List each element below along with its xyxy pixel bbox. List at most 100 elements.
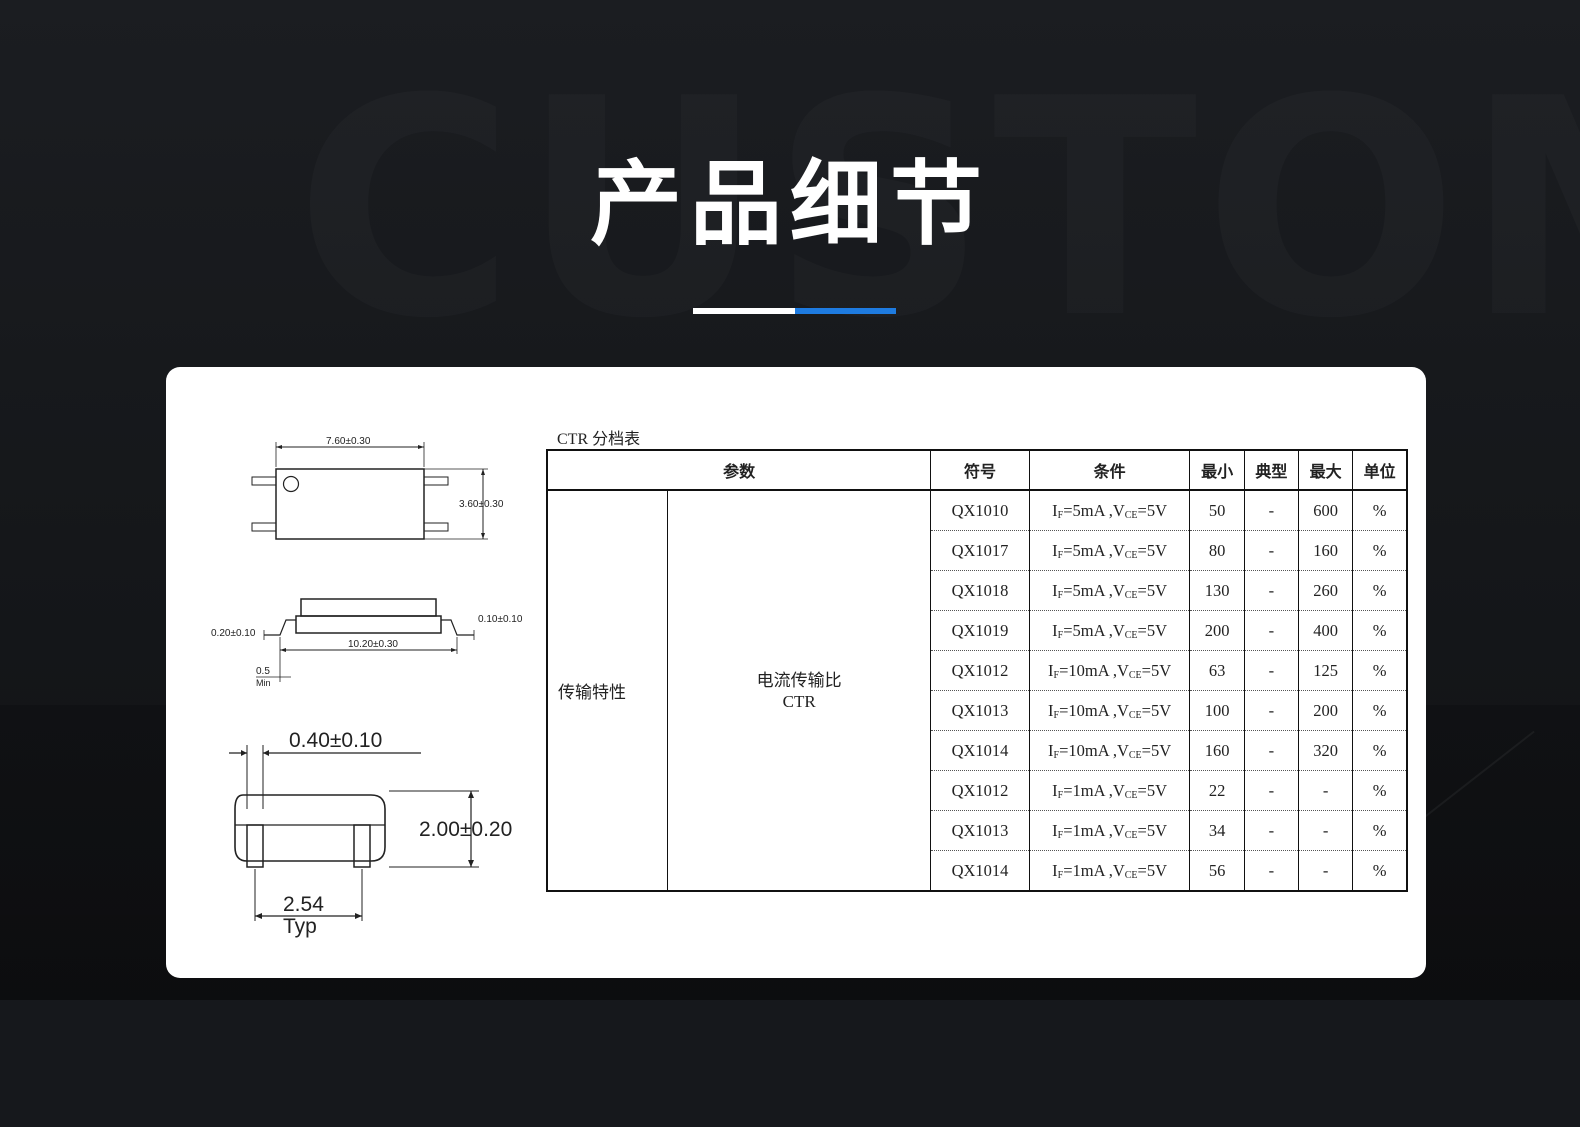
end-height-dim: 2.00±0.20 — [419, 818, 512, 841]
unit-cell: % — [1352, 770, 1408, 811]
table-row: QX1012 IF=1mA ,VCE=5V 22 - - % — [547, 770, 1408, 811]
unit-cell: % — [1352, 850, 1408, 891]
typ-cell: - — [1243, 530, 1299, 571]
min-cell: 63 — [1189, 650, 1245, 691]
table-row: QX1019 IF=5mA ,VCE=5V 200 - 400 % — [547, 610, 1408, 651]
symbol-cell: QX1010 — [930, 490, 1030, 531]
top-width-dim: 7.60±0.30 — [326, 436, 371, 447]
max-cell: - — [1297, 770, 1354, 811]
header-min: 最小 — [1189, 449, 1245, 491]
table-row: QX1018 IF=5mA ,VCE=5V 130 - 260 % — [547, 570, 1408, 611]
symbol-cell: QX1019 — [930, 610, 1030, 651]
title-underline — [693, 308, 896, 314]
table-header-row: 参数 符号 条件 最小 典型 最大 单位 — [546, 449, 1408, 491]
max-cell: 600 — [1297, 490, 1354, 531]
symbol-cell: QX1013 — [930, 690, 1030, 731]
unit-cell: % — [1352, 610, 1408, 651]
param-group-cell: 传输特性 — [546, 490, 669, 891]
typ-cell: - — [1243, 610, 1299, 651]
header-condition: 条件 — [1028, 449, 1191, 491]
symbol-cell: QX1017 — [930, 530, 1030, 571]
unit-cell: % — [1352, 490, 1408, 531]
typ-cell: - — [1243, 810, 1299, 851]
header-unit: 单位 — [1352, 449, 1408, 491]
min-cell: 130 — [1189, 570, 1245, 611]
symbol-cell: QX1018 — [930, 570, 1030, 611]
symbol-cell: QX1013 — [930, 810, 1030, 851]
pitch-typ-label: Typ — [283, 915, 317, 938]
max-cell: 260 — [1297, 570, 1354, 611]
condition-cell: IF=1mA ,VCE=5V — [1028, 850, 1191, 891]
condition-cell: IF=5mA ,VCE=5V — [1028, 570, 1191, 611]
underline-white-segment — [693, 308, 795, 314]
unit-cell: % — [1352, 810, 1408, 851]
min-cell: 160 — [1189, 730, 1245, 771]
condition-cell: IF=10mA ,VCE=5V — [1028, 730, 1191, 771]
min-cell: 22 — [1189, 770, 1245, 811]
unit-cell: % — [1352, 650, 1408, 691]
min-cell: 56 — [1189, 850, 1245, 891]
condition-cell: IF=1mA ,VCE=5V — [1028, 770, 1191, 811]
max-cell: 125 — [1297, 650, 1354, 691]
table-row: QX1013 IF=10mA ,VCE=5V 100 - 200 % — [547, 690, 1408, 731]
param-name-cell: 电流传输比 CTR — [667, 490, 932, 891]
typ-cell: - — [1243, 770, 1299, 811]
typ-cell: - — [1243, 570, 1299, 611]
ctr-table-caption: CTR 分档表 — [557, 431, 641, 448]
max-cell: 160 — [1297, 530, 1354, 571]
param-name-line1: 电流传输比 — [756, 670, 842, 690]
min-cell: 200 — [1189, 610, 1245, 651]
underline-blue-segment — [795, 308, 896, 314]
param-name-line2: CTR — [782, 691, 816, 711]
max-cell: - — [1297, 850, 1354, 891]
top-height-dim: 3.60±0.30 — [459, 499, 504, 510]
typ-cell: - — [1243, 690, 1299, 731]
side-view-drawing: 0.20±0.10 0.10±0.10 10.20±0.30 0.5 Min — [206, 592, 536, 692]
table-row: QX1014 IF=1mA ,VCE=5V 56 - - % — [547, 850, 1408, 891]
table-row: QX1012 IF=10mA ,VCE=5V 63 - 125 % — [547, 650, 1408, 691]
top-view-drawing: 7.60±0.30 3.60±0.30 — [236, 427, 526, 557]
lead-thickness-dim: 0.20±0.10 — [211, 628, 256, 639]
symbol-cell: QX1014 — [930, 850, 1030, 891]
unit-cell: % — [1352, 730, 1408, 771]
max-cell: - — [1297, 810, 1354, 851]
min-cell: 100 — [1189, 690, 1245, 731]
ctr-table: 参数 符号 条件 最小 典型 最大 单位 传输特性 电流传输比 CTR QX10… — [546, 449, 1408, 892]
pitch-dim: 2.54 — [283, 893, 324, 916]
table-row: QX1017 IF=5mA ,VCE=5V 80 - 160 % — [547, 530, 1408, 571]
symbol-cell: QX1012 — [930, 770, 1030, 811]
header-typ: 典型 — [1243, 449, 1299, 491]
condition-cell: IF=5mA ,VCE=5V — [1028, 530, 1191, 571]
typ-cell: - — [1243, 850, 1299, 891]
min-label: Min — [256, 678, 271, 688]
page-title: 产品细节 — [589, 151, 990, 258]
unit-cell: % — [1352, 530, 1408, 571]
min-cell: 80 — [1189, 530, 1245, 571]
typ-cell: - — [1243, 730, 1299, 771]
product-detail-card: 7.60±0.30 3.60±0.30 0.20±0.10 0.10±0.10 — [166, 367, 1426, 978]
max-cell: 200 — [1297, 690, 1354, 731]
min-cell: 50 — [1189, 490, 1245, 531]
condition-cell: IF=5mA ,VCE=5V — [1028, 490, 1191, 531]
right-lead-dim: 0.10±0.10 — [478, 614, 523, 625]
table-row: 传输特性 电流传输比 CTR QX1010 IF=5mA ,VCE=5V 50 … — [546, 490, 1408, 891]
symbol-cell: QX1014 — [930, 730, 1030, 771]
header-max: 最大 — [1297, 449, 1354, 491]
table-row: QX1014 IF=10mA ,VCE=5V 160 - 320 % — [547, 730, 1408, 771]
typ-cell: - — [1243, 490, 1299, 531]
condition-cell: IF=1mA ,VCE=5V — [1028, 810, 1191, 851]
max-cell: 320 — [1297, 730, 1354, 771]
symbol-cell: QX1012 — [930, 650, 1030, 691]
min-value: 0.5 — [256, 666, 270, 677]
header-symbol: 符号 — [930, 449, 1030, 491]
condition-cell: IF=10mA ,VCE=5V — [1028, 690, 1191, 731]
max-cell: 400 — [1297, 610, 1354, 651]
header-param: 参数 — [546, 449, 932, 491]
end-view-drawing: 0.40±0.10 2.00±0.20 2.54 Typ — [221, 729, 541, 944]
unit-cell: % — [1352, 570, 1408, 611]
typ-cell: - — [1243, 650, 1299, 691]
min-cell: 34 — [1189, 810, 1245, 851]
unit-cell: % — [1352, 690, 1408, 731]
lead-width-dim: 0.40±0.10 — [289, 729, 382, 752]
condition-cell: IF=5mA ,VCE=5V — [1028, 610, 1191, 651]
